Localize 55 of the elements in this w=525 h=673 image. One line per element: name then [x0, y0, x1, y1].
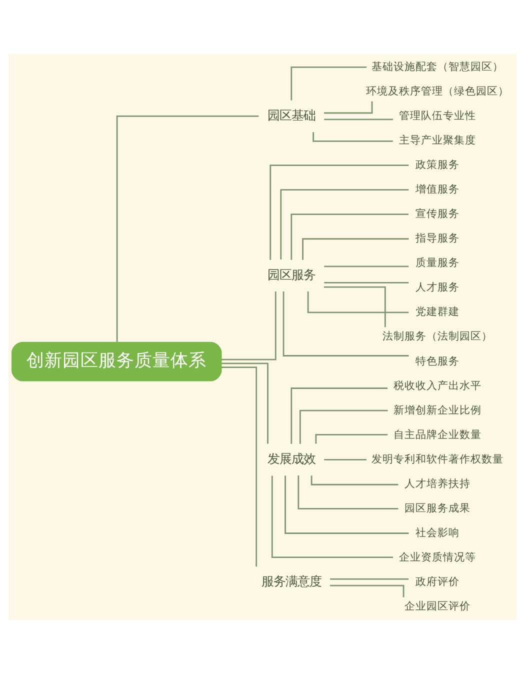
connector [324, 265, 409, 267]
connector [221, 290, 276, 360]
node-text: 指导服务 [415, 232, 460, 244]
connector [299, 409, 388, 444]
connector [324, 286, 386, 327]
node-text: 主导产业聚集度 [398, 134, 476, 146]
connector [298, 474, 398, 509]
node-text: 新增创新企业比例 [393, 404, 482, 416]
connector [324, 458, 366, 460]
node-text: 发展成效 [267, 451, 316, 466]
node-text: 环境及秩序管理（绿色园区） [366, 84, 509, 97]
node-text: 基础设施配套（智慧园区） [371, 60, 504, 72]
connector [307, 291, 409, 313]
node-text: 发明专利和软件著作权数量 [371, 452, 504, 465]
node-text: 园区服务成果 [404, 502, 470, 514]
node-text: 税收收入产出水平 [393, 379, 482, 392]
node-text: 特色服务 [415, 354, 460, 367]
node-text: 自主品牌企业数量 [393, 428, 482, 440]
node-text: 党建群建 [415, 306, 460, 318]
connector [324, 118, 394, 120]
connector [290, 387, 388, 444]
connector [315, 434, 388, 444]
node-text: 管理队伍专业性 [398, 109, 476, 122]
node-text: 政策服务 [415, 158, 460, 170]
connector [271, 475, 394, 558]
node-text: 企业园区评价 [404, 600, 470, 612]
node-text: 政府评价 [415, 576, 460, 588]
node-text: 园区服务 [267, 267, 316, 282]
connector [324, 281, 409, 283]
connector [280, 188, 409, 260]
node-text: 园区基础 [267, 108, 316, 122]
connector [330, 584, 404, 597]
connector [324, 100, 373, 114]
node-text: 宣传服务 [415, 208, 460, 220]
node-text: 企业资质情况等 [398, 551, 476, 564]
connector [312, 132, 393, 142]
connector [222, 362, 268, 444]
node-box: 创新园区服务质量体系 [11, 341, 222, 381]
connector [282, 291, 409, 356]
node-text: 社会影响 [415, 526, 460, 538]
connector [290, 66, 366, 100]
connector [221, 366, 258, 566]
node-text: 服务满意度 [261, 574, 322, 588]
connector [116, 115, 259, 342]
node-text: 增值服务 [415, 183, 460, 196]
node-text: 人才培养扶持 [404, 477, 470, 490]
connector [284, 475, 409, 534]
connector [270, 164, 409, 260]
node-text: 法制服务（法制园区） [382, 330, 492, 342]
node-text: 质量服务 [415, 256, 460, 269]
node-text: 人才服务 [415, 281, 460, 294]
connector [310, 475, 398, 485]
connector [330, 578, 409, 580]
connector [302, 238, 409, 260]
connector [290, 213, 408, 260]
